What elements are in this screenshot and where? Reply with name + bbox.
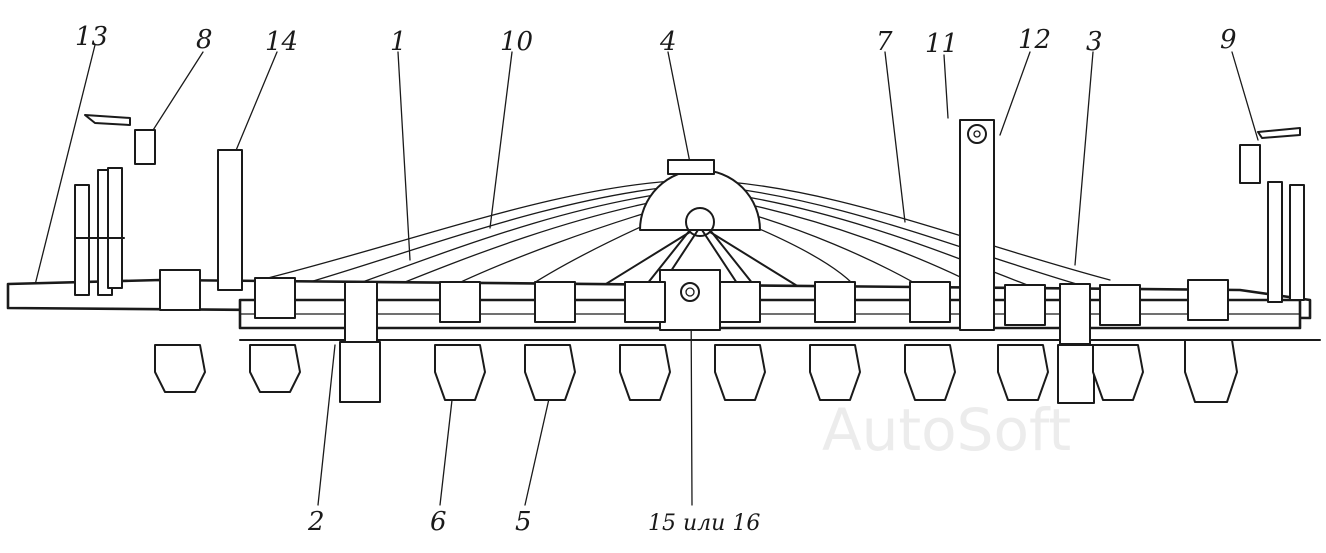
callout-13: 13 [75,22,108,52]
callout-1: 1 [390,27,407,57]
callout-14: 14 [265,27,298,57]
callout-6: 6 [430,507,447,537]
lift-column [959,119,995,331]
callout-4: 4 [659,27,677,57]
callout-11: 11 [925,29,958,59]
watermark-text: AutoSoft [822,396,1071,464]
gearbox [659,269,721,331]
callout-9: 9 [1220,25,1237,55]
callout-10: 10 [500,27,533,57]
seeding-sections [154,339,1238,404]
callout-labels: 13 8 14 1 10 4 7 11 12 3 9 2 6 5 15 или … [75,22,1237,537]
callout-12: 12 [1018,25,1051,55]
right-marker [1239,127,1305,303]
callout-2: 2 [307,507,325,537]
callout-5: 5 [515,507,532,537]
central-hopper [639,159,761,237]
left-post [217,149,243,291]
callout-7: 7 [876,27,893,57]
left-marker [74,114,156,296]
seed-boxes [159,269,1229,345]
callout-8: 8 [196,25,213,55]
callout-15-16: 15 или 16 [648,511,760,536]
callout-3: 3 [1086,27,1103,57]
